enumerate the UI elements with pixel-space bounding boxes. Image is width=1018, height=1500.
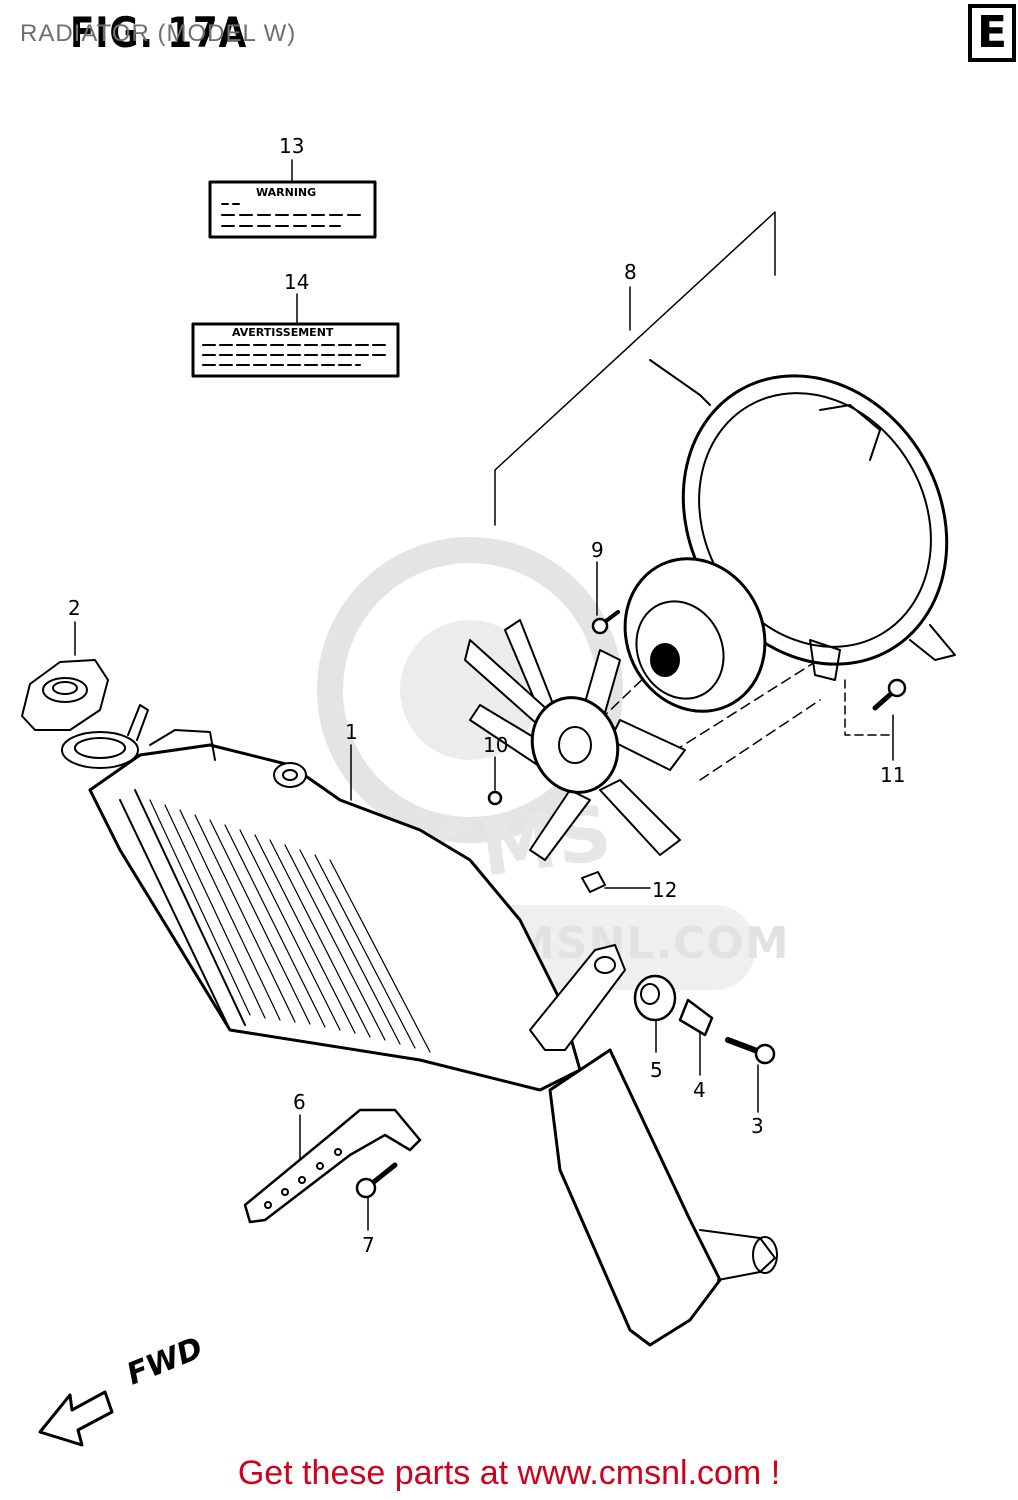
grommet-part-5[interactable] <box>633 974 677 1022</box>
avertissement-label-part-14[interactable] <box>191 322 400 378</box>
callout-2[interactable]: 2 <box>68 596 81 620</box>
callout-10[interactable]: 10 <box>483 733 509 757</box>
callout-14[interactable]: 14 <box>284 270 310 294</box>
bracket-plate-part-6[interactable] <box>243 1108 422 1224</box>
cooling-fan-blades <box>464 619 686 861</box>
callout-4[interactable]: 4 <box>693 1078 706 1102</box>
fan-motor <box>623 557 767 713</box>
warning-label-text: WARNING <box>256 186 317 199</box>
callout-5[interactable]: 5 <box>650 1058 663 1082</box>
callout-12[interactable]: 12 <box>652 878 678 902</box>
bolt-part-3[interactable] <box>725 1037 776 1065</box>
fwd-arrow-icon <box>38 1390 114 1447</box>
callout-6[interactable]: 6 <box>293 1090 306 1114</box>
figure-label: FIG. 17A <box>70 8 248 57</box>
screw-part-9[interactable] <box>591 610 620 635</box>
radiator-mounting-bracket <box>529 944 626 1051</box>
radiator-cap-part-2[interactable] <box>21 659 109 731</box>
avertissement-label-text: AVERTISSEMENT <box>232 326 334 339</box>
radiator-side-tank <box>548 1048 778 1347</box>
radiator-core-part-1[interactable] <box>61 704 582 1092</box>
callout-9[interactable]: 9 <box>591 538 604 562</box>
callout-13[interactable]: 13 <box>279 134 305 158</box>
screw-part-11[interactable] <box>872 678 907 711</box>
collar-part-4[interactable] <box>678 998 714 1037</box>
page-title: RADIATOR (MODEL W) <box>20 20 297 47</box>
callout-8[interactable]: 8 <box>624 260 637 284</box>
callout-11[interactable]: 11 <box>880 763 906 787</box>
callout-1[interactable]: 1 <box>345 720 358 744</box>
section-letter-box: E <box>968 4 1016 62</box>
bolt-part-7[interactable] <box>355 1162 398 1199</box>
warning-label-part-13[interactable] <box>208 180 377 239</box>
callout-3[interactable]: 3 <box>751 1114 764 1138</box>
get-parts-link[interactable]: Get these parts at www.cmsnl.com ! <box>237 1454 781 1492</box>
callout-7[interactable]: 7 <box>362 1233 375 1257</box>
screw-part-10[interactable] <box>487 790 503 806</box>
nut-part-12[interactable] <box>581 871 606 893</box>
